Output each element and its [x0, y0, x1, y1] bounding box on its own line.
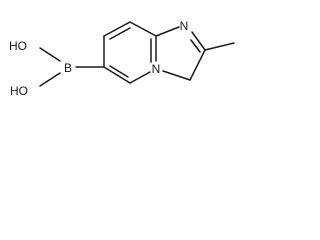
- bond-c8-c8a: [129, 21, 157, 37]
- bond-c5-c6-inner: [109, 65, 129, 78]
- bond-b-oh-bottom: [39, 72, 61, 87]
- bond-c7-c8-inner: [109, 27, 131, 40]
- molecule-structure: B HO HO N N: [9, 19, 235, 98]
- bond-c2-c3: [189, 49, 206, 81]
- bond-c2-methyl: [204, 42, 235, 51]
- structure-canvas: B HO HO N N: [0, 0, 261, 133]
- bond-n1-c2: [191, 31, 206, 51]
- bond-n1-c2-inner: [190, 39, 201, 53]
- bond-c7-c8: [103, 21, 131, 37]
- bond-c5-c6: [103, 66, 131, 84]
- imidazole-nitrogen-label: N: [180, 19, 189, 33]
- bridgehead-nitrogen-label: N: [152, 62, 161, 76]
- boron-atom-label: B: [64, 61, 72, 75]
- hydroxyl-top-label: HO: [9, 39, 27, 53]
- bond-n4-c5: [129, 71, 151, 84]
- bond-c3-n4: [162, 70, 191, 81]
- bond-c8a-n1: [155, 26, 180, 37]
- bond-b-oh-top: [39, 47, 61, 62]
- hydroxyl-bottom-label: HO: [10, 84, 28, 98]
